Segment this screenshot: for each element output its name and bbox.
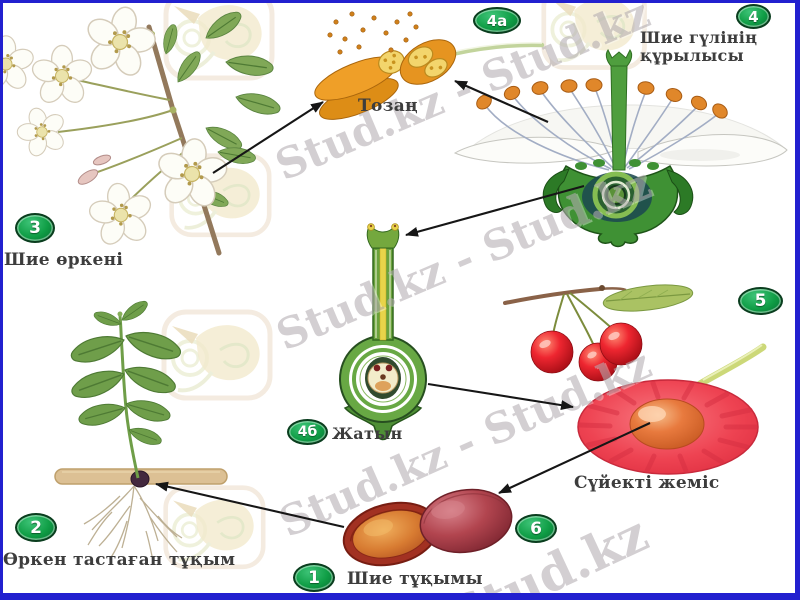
flower-structure-illustration	[453, 49, 788, 248]
seedling-illustration	[54, 297, 228, 562]
pollen-grains	[327, 11, 419, 55]
badge-flower: 4	[736, 4, 771, 29]
cherry-pit-illustration	[342, 488, 513, 567]
arrow-flower-to-pollen	[454, 80, 549, 123]
pollen-anther-illustration	[314, 11, 545, 120]
badge-pit: 6	[515, 514, 557, 543]
arrow-flower-to-pistil	[405, 184, 585, 237]
badge-shoot: 3	[15, 213, 55, 243]
arrow-pit-to-seedling	[155, 481, 345, 529]
label-germinated-seed: Өркен тастаған тұқым	[3, 550, 236, 570]
label-pollen: Тозаң	[358, 96, 418, 116]
label-flower-structure-line2: құрылысы	[640, 45, 744, 65]
cherry-cluster-illustration	[503, 284, 694, 382]
pistil-illustration	[339, 223, 427, 441]
arrow-fruit-to-pit	[498, 422, 651, 494]
badge-ovary: 4б	[287, 419, 328, 445]
badge-germinated-seed: 2	[15, 513, 57, 542]
badge-seed: 1	[293, 563, 335, 592]
label-shoot: Шие өркені	[4, 250, 124, 270]
label-flower-structure-line1: Шие гүлінің	[640, 28, 758, 47]
badge-pollen: 4а	[473, 7, 521, 34]
label-stone-fruit: Сүйекті жеміс	[574, 473, 720, 493]
arrow-pistil-to-fruit	[427, 382, 574, 411]
label-seed: Шие тұқымы	[347, 569, 483, 589]
stone-fruit-section-illustration	[577, 343, 767, 475]
arrow-branch-to-pollen	[212, 101, 324, 174]
label-ovary: Жатын	[332, 424, 403, 443]
cherry-branch-illustration	[0, 0, 283, 256]
label-flower-structure: Шие гүлінің құрылысы	[640, 29, 757, 65]
badge-stone-fruit: 5	[738, 287, 783, 315]
